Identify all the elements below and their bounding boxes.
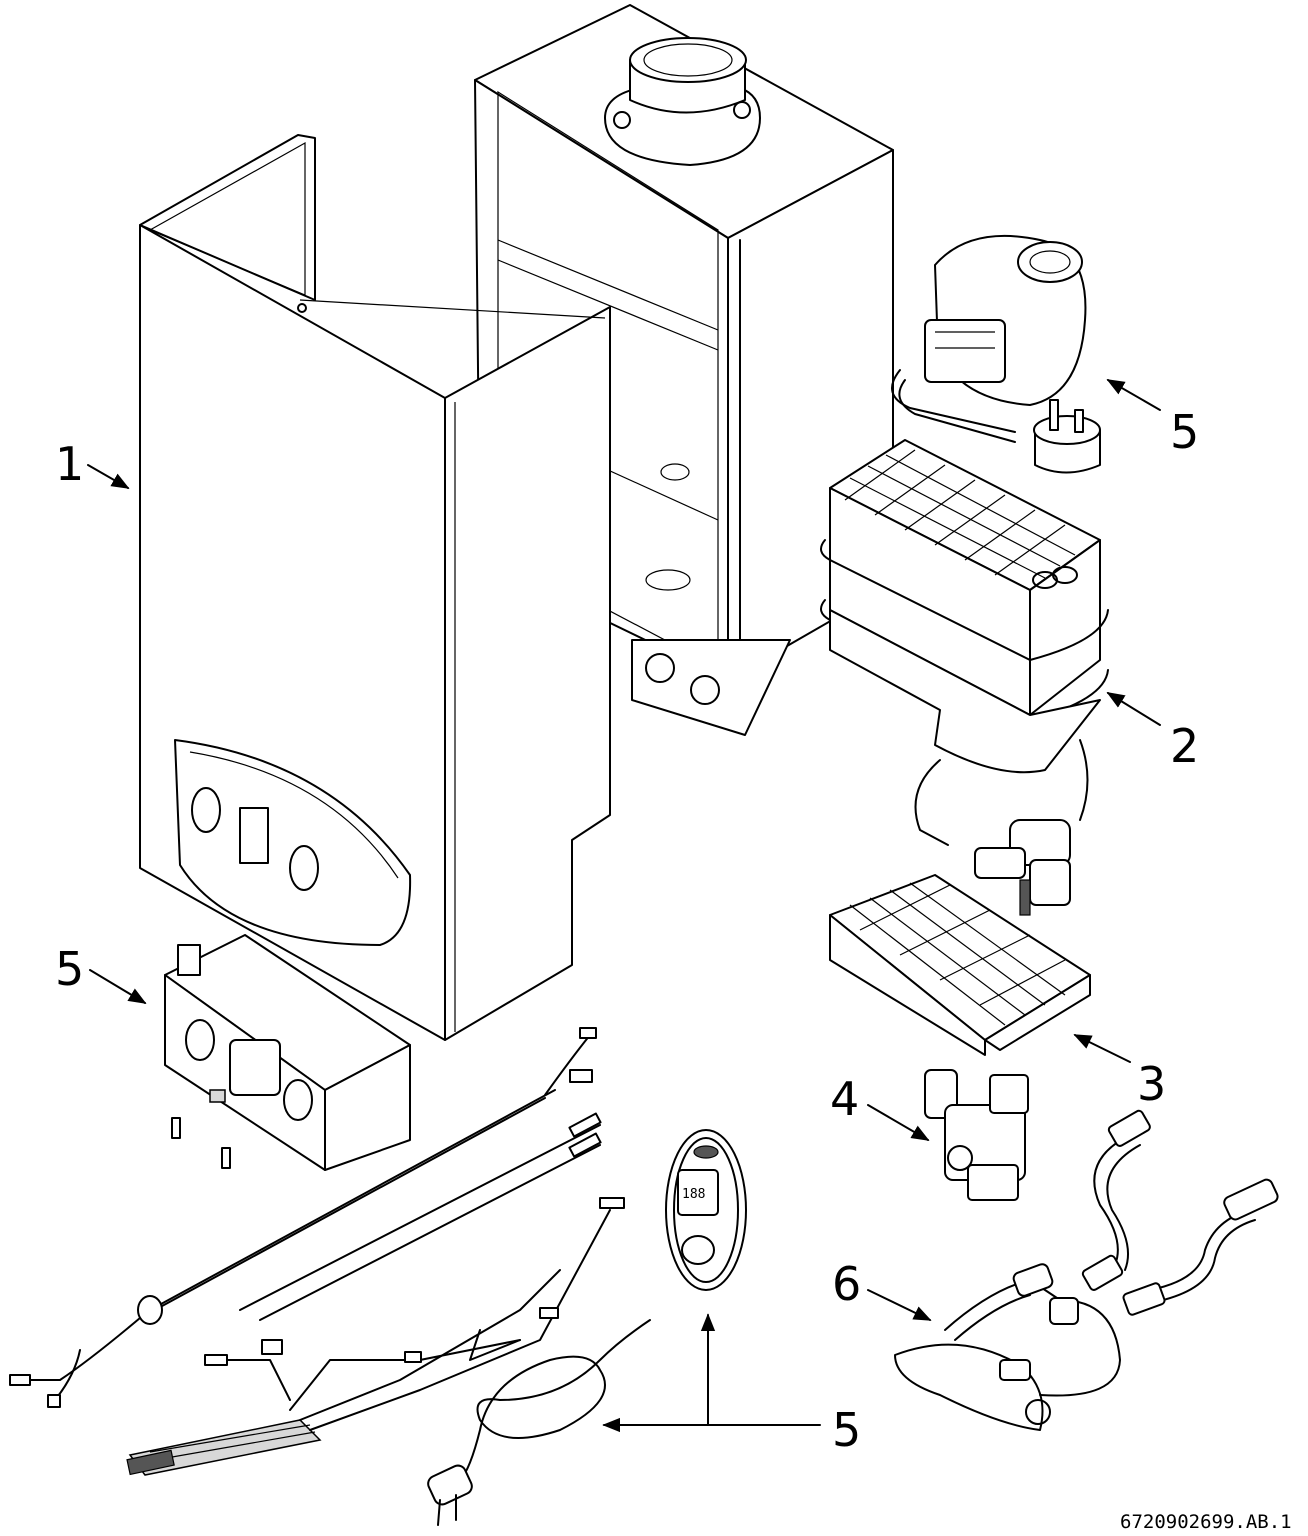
remote-control: 188: [665, 1129, 747, 1291]
front-casing: [139, 134, 611, 1041]
document-id: 6720902699.AB.1: [1120, 1511, 1292, 1533]
callout-4: 4: [830, 1072, 859, 1126]
burner: [829, 874, 1091, 1056]
bypass-assembly: [894, 1263, 1121, 1431]
water-valve: [974, 819, 1071, 916]
water-hoses: [1081, 1109, 1279, 1316]
callout-2: 2: [1170, 719, 1199, 773]
power-cord: [427, 1319, 651, 1526]
fan-assembly: [891, 234, 1101, 474]
callout-5-fan: 5: [1170, 405, 1199, 459]
callout-labels: 1 5 2 3 4 5 6 5: [55, 405, 1199, 1457]
control-panel-cover: [174, 739, 412, 946]
control-unit: [164, 934, 411, 1171]
callout-3: 3: [1137, 1057, 1166, 1111]
wiring-harness: [9, 1027, 625, 1476]
callout-5-control: 5: [55, 942, 84, 996]
remote-display-text: 188: [682, 1187, 705, 1202]
flue-connector: [604, 37, 761, 166]
flat-ribbon-cable: [126, 1419, 322, 1476]
callout-6: 6: [832, 1257, 861, 1311]
pressure-switch: [1033, 399, 1101, 474]
exchanger-fins: [844, 449, 1076, 579]
gas-valve: [924, 1069, 1029, 1201]
leader-lines: [87, 379, 1161, 1433]
callout-1: 1: [55, 437, 84, 491]
heat-exchanger: [820, 439, 1109, 846]
callout-5-bottom: 5: [832, 1403, 861, 1457]
